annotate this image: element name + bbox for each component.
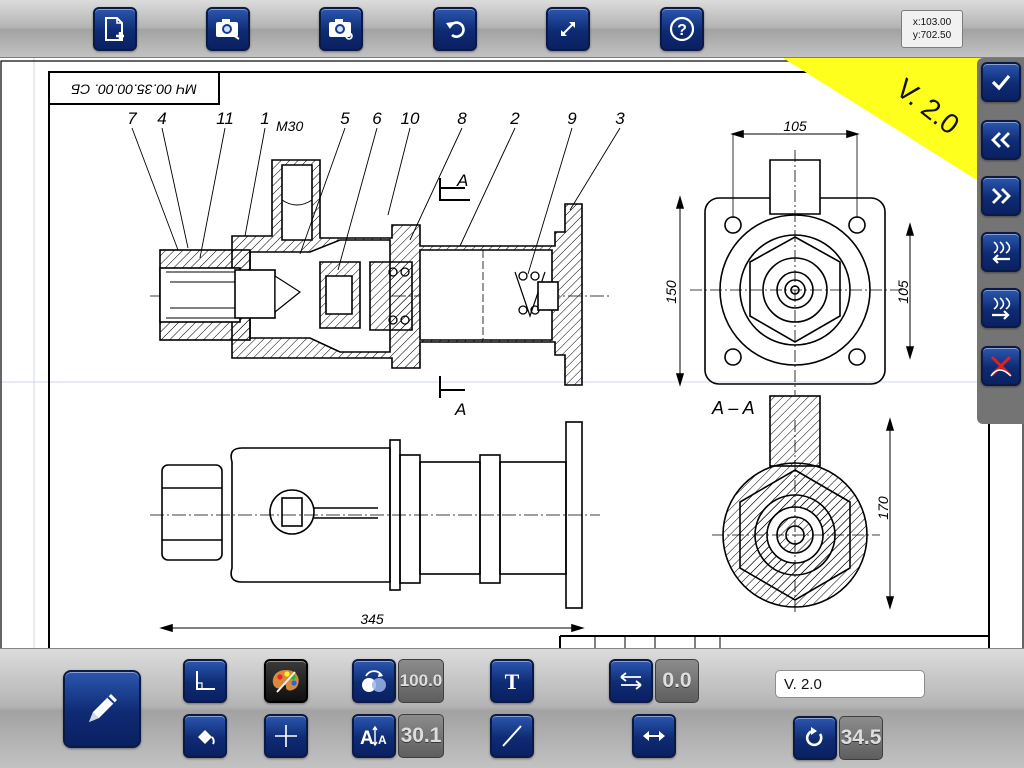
color-palette-button[interactable] <box>264 659 308 703</box>
double-chevron-right-icon <box>992 188 1011 204</box>
import-button[interactable] <box>981 232 1021 272</box>
double-chevron-left-icon <box>991 132 1010 148</box>
offset-button[interactable] <box>609 659 653 703</box>
bottom-toolbar: 100.0 A A 30.1 T 0.0 <box>0 648 1024 768</box>
line-icon <box>502 725 522 747</box>
drawing-canvas[interactable]: МЧ 00.35.00.00. СБ <box>0 58 1024 648</box>
part-label-11: 11 <box>216 109 234 128</box>
layer-name-input[interactable] <box>775 670 925 698</box>
coordinate-y: y:702.50 <box>912 30 952 41</box>
coordinate-readout: x:103.00 y:702.50 <box>901 10 963 48</box>
line-tool-button[interactable] <box>490 714 534 758</box>
pencil-icon <box>89 694 117 722</box>
text-height-icon: A A <box>360 725 387 748</box>
title-block-text: МЧ 00.35.00.00. СБ <box>71 81 197 97</box>
part-label-4: 4 <box>157 109 166 128</box>
section-aa-view <box>712 395 895 615</box>
top-toolbar: ? x:103.00 y:702.50 <box>0 0 1024 58</box>
text-height-value[interactable]: 30.1 <box>398 714 444 758</box>
text-icon: T <box>505 669 520 693</box>
svg-text:?: ? <box>677 22 687 39</box>
undo-icon <box>446 21 465 38</box>
svg-text:A: A <box>360 728 374 748</box>
camera-icon <box>216 19 240 40</box>
paint-bucket-icon <box>198 730 215 745</box>
dimension-arrow-icon <box>643 731 665 741</box>
offset-value[interactable]: 0.0 <box>655 659 699 703</box>
draw-mode-button[interactable] <box>63 670 141 748</box>
opacity-button[interactable] <box>352 659 396 703</box>
fit-view-button[interactable] <box>546 7 590 51</box>
part-label-8: 8 <box>457 109 467 128</box>
fill-button[interactable] <box>183 714 227 758</box>
help-button[interactable]: ? <box>660 7 704 51</box>
dim-height-section: 170 <box>875 496 891 520</box>
export-icon <box>992 297 1011 320</box>
svg-text:A: A <box>378 733 387 747</box>
section-marker-bottom: A <box>454 400 466 419</box>
expand-icon <box>561 22 575 36</box>
rotate-button[interactable] <box>793 716 837 760</box>
text-height-button[interactable]: A A <box>352 714 396 758</box>
technical-drawing: МЧ 00.35.00.00. СБ <box>0 58 1024 648</box>
dim-length: 345 <box>360 611 384 627</box>
camera-settings-button[interactable] <box>319 7 363 51</box>
new-document-icon <box>105 17 124 41</box>
dim-height-left: 150 <box>663 280 679 304</box>
dim-width-top: 105 <box>783 118 807 134</box>
offset-icon <box>620 672 642 690</box>
crosshair-icon <box>275 725 297 747</box>
front-view <box>150 421 600 633</box>
dim-height-right: 105 <box>895 280 911 304</box>
part-label-2: 2 <box>509 109 520 128</box>
section-title: A – A <box>711 398 755 418</box>
camera-settings-icon <box>329 19 353 40</box>
help-icon: ? <box>669 16 695 42</box>
part-label-5: 5 <box>340 109 350 128</box>
new-document-button[interactable] <box>93 7 137 51</box>
axes-icon <box>196 671 215 690</box>
delete-button[interactable] <box>981 346 1021 386</box>
crosshair-button[interactable] <box>264 714 308 758</box>
confirm-button[interactable] <box>981 62 1021 102</box>
part-label-1: 1 <box>260 109 269 128</box>
coordinate-x: x:103.00 <box>912 17 952 28</box>
dimension-tool-button[interactable] <box>632 714 676 758</box>
undo-button[interactable] <box>433 7 477 51</box>
part-label-10: 10 <box>401 109 420 128</box>
rotate-icon <box>805 727 823 747</box>
part-label-3: 3 <box>615 109 625 128</box>
section-view <box>150 159 610 398</box>
import-icon <box>992 241 1011 264</box>
export-button[interactable] <box>981 288 1021 328</box>
side-panel <box>977 58 1024 424</box>
svg-text:T: T <box>505 669 520 693</box>
section-marker-top: A <box>456 171 468 190</box>
coordinate-axes-button[interactable] <box>183 659 227 703</box>
next-button[interactable] <box>981 176 1021 216</box>
part-label-6: 6 <box>372 109 382 128</box>
part-label-9: 9 <box>567 109 577 128</box>
palette-icon <box>272 670 299 693</box>
checkmark-icon <box>991 74 1011 91</box>
opacity-value[interactable]: 100.0 <box>398 659 444 703</box>
camera-button[interactable] <box>206 7 250 51</box>
opacity-icon <box>362 670 386 692</box>
thread-label: M30 <box>276 118 303 134</box>
delete-icon <box>990 355 1012 377</box>
rotation-value[interactable]: 34.5 <box>839 716 883 760</box>
previous-button[interactable] <box>981 120 1021 160</box>
text-tool-button[interactable]: T <box>490 659 534 703</box>
part-label-7: 7 <box>127 109 137 128</box>
